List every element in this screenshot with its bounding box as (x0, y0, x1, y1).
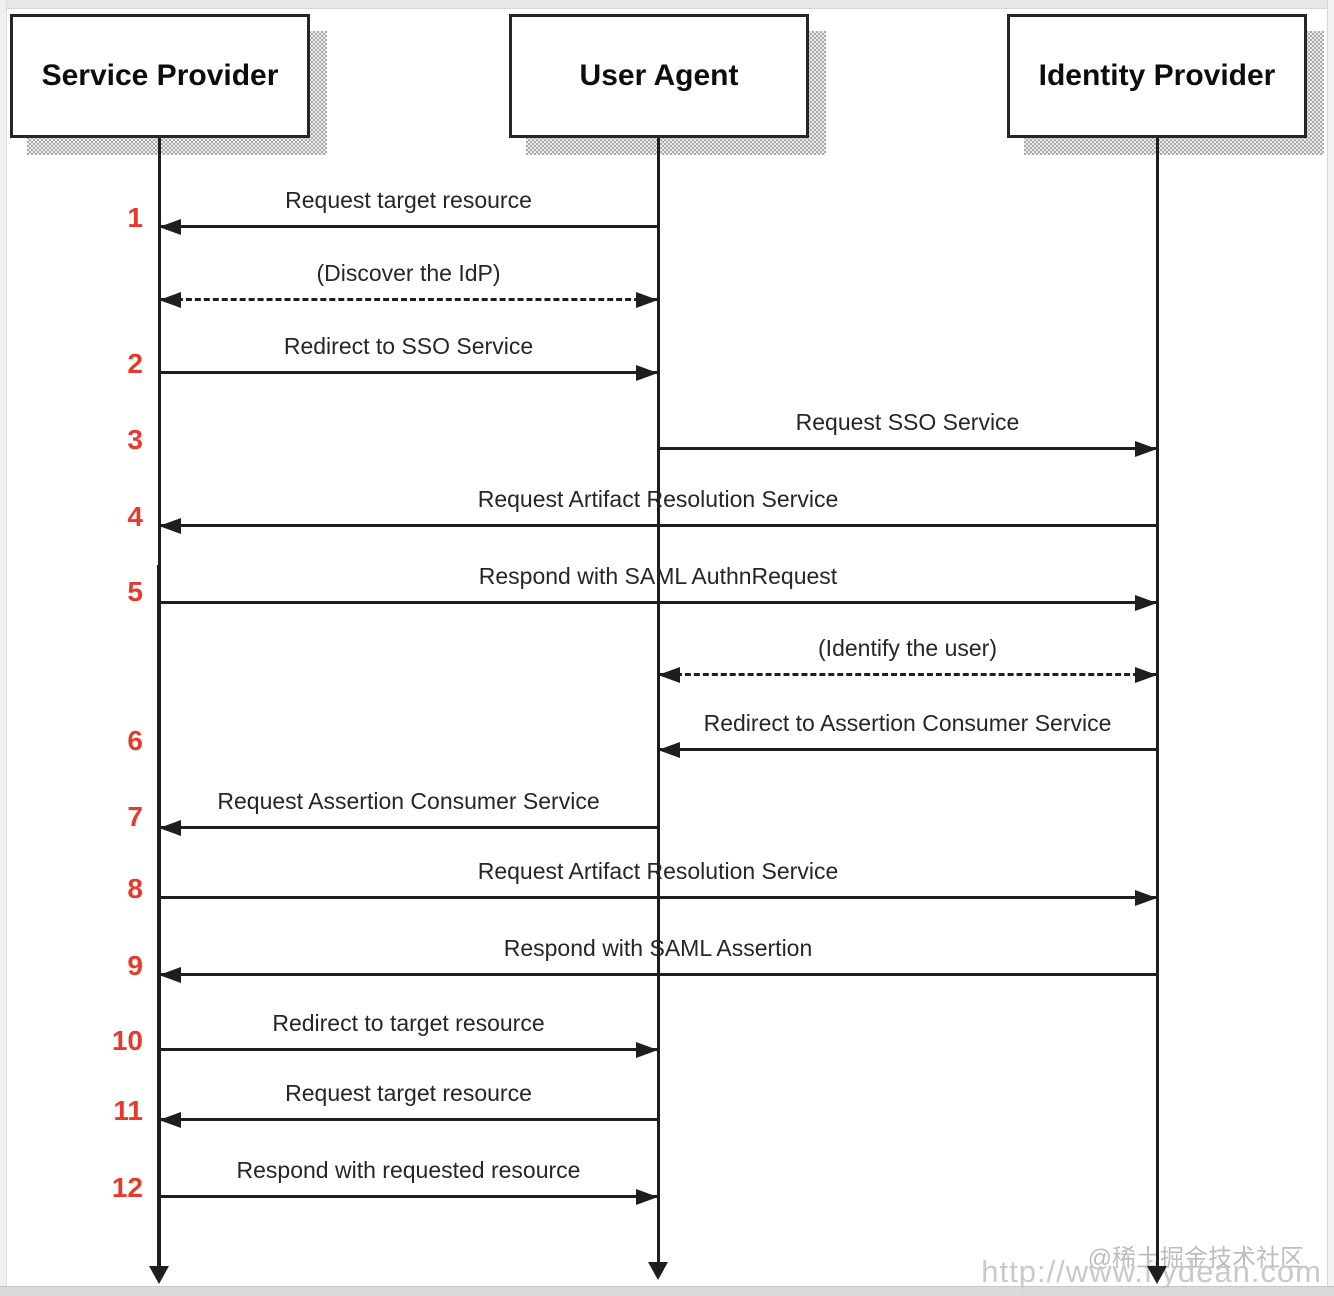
step-number-2: 2 (127, 348, 143, 379)
arrowhead-left-icon (159, 219, 181, 235)
arrowhead-right-icon (1135, 595, 1157, 611)
arrowhead-left-icon (658, 667, 680, 683)
arrowhead-left-icon (159, 518, 181, 534)
step-number-5: 5 (127, 576, 143, 607)
arrowhead-left-icon (159, 292, 181, 308)
message-label: Respond with SAML Assertion (503, 935, 813, 961)
message-line (159, 371, 658, 374)
message-label: Respond with SAML AuthnRequest (478, 563, 838, 589)
message-label: Respond with requested resource (236, 1157, 581, 1183)
arrowhead-left-icon (658, 742, 680, 758)
arrowhead-right-icon (636, 1042, 658, 1058)
frame-bottom-edge (0, 1286, 1334, 1296)
message-label: Request Assertion Consumer Service (217, 788, 600, 814)
message-line (159, 225, 658, 228)
actor-service-provider: Service Provider (10, 14, 327, 155)
message-label: Redirect to SSO Service (283, 333, 534, 359)
watermark-community: @稀土掘金技术社区 (1087, 1245, 1304, 1272)
step-number-7: 7 (127, 801, 143, 832)
message-label: (Discover the IdP) (316, 260, 501, 286)
arrowhead-left-icon (159, 1112, 181, 1128)
message-label: Request Artifact Resolution Service (477, 486, 839, 512)
message-label: Request SSO Service (795, 409, 1020, 435)
message-label: Request Artifact Resolution Service (477, 858, 839, 884)
arrowhead-left-icon (159, 820, 181, 836)
message-line (658, 447, 1157, 450)
message-line (159, 896, 1157, 899)
arrowhead-left-icon (159, 967, 181, 983)
step-number-11: 11 (113, 1095, 143, 1126)
message-line (159, 1048, 658, 1051)
message-line (159, 1118, 658, 1121)
message-line (159, 826, 658, 829)
step-number-12: 12 (111, 1172, 143, 1203)
message-label: Redirect to target resource (272, 1010, 545, 1036)
lifeline-arrow-down-icon (149, 1266, 169, 1284)
arrowhead-right-icon (636, 1189, 658, 1205)
frame-right-edge (1327, 0, 1334, 1296)
step-number-8: 8 (127, 873, 143, 904)
step-number-4: 4 (127, 501, 143, 532)
lifeline-arrow-down-icon (1147, 1266, 1167, 1284)
step-number-1: 1 (127, 202, 143, 233)
step-number-9: 9 (127, 950, 143, 981)
message-label: Redirect to Assertion Consumer Service (703, 710, 1112, 736)
message-line (159, 601, 1157, 604)
step-number-10: 10 (111, 1025, 143, 1056)
frame-top-edge (0, 0, 1334, 9)
actor-label: User Agent (509, 14, 809, 138)
lifeline-arrow-down-icon (648, 1262, 668, 1280)
arrowhead-right-icon (1135, 441, 1157, 457)
lifeline-service-provider (158, 138, 161, 565)
lifeline-service-provider-thick (157, 565, 161, 1266)
message-line-dashed (658, 673, 1157, 676)
message-line-dashed (159, 298, 658, 301)
arrowhead-right-icon (1135, 667, 1157, 683)
step-number-3: 3 (127, 424, 143, 455)
lifeline-identity-provider (1156, 138, 1159, 1266)
message-line (159, 1195, 658, 1198)
step-number-6: 6 (127, 725, 143, 756)
message-line (658, 748, 1157, 751)
actor-identity-provider: Identity Provider (1007, 14, 1324, 155)
message-label: Request target resource (285, 187, 532, 213)
actor-label: Service Provider (10, 14, 310, 138)
arrowhead-right-icon (636, 365, 658, 381)
message-label: (Identify the user) (818, 635, 997, 661)
message-line (159, 973, 1157, 976)
actor-user-agent: User Agent (509, 14, 826, 155)
frame-left-edge (0, 0, 7, 1296)
message-line (159, 524, 1157, 527)
message-label: Request target resource (285, 1080, 532, 1106)
arrowhead-right-icon (636, 292, 658, 308)
lifeline-user-agent (657, 138, 660, 1262)
arrowhead-right-icon (1135, 890, 1157, 906)
actor-label: Identity Provider (1007, 14, 1307, 138)
